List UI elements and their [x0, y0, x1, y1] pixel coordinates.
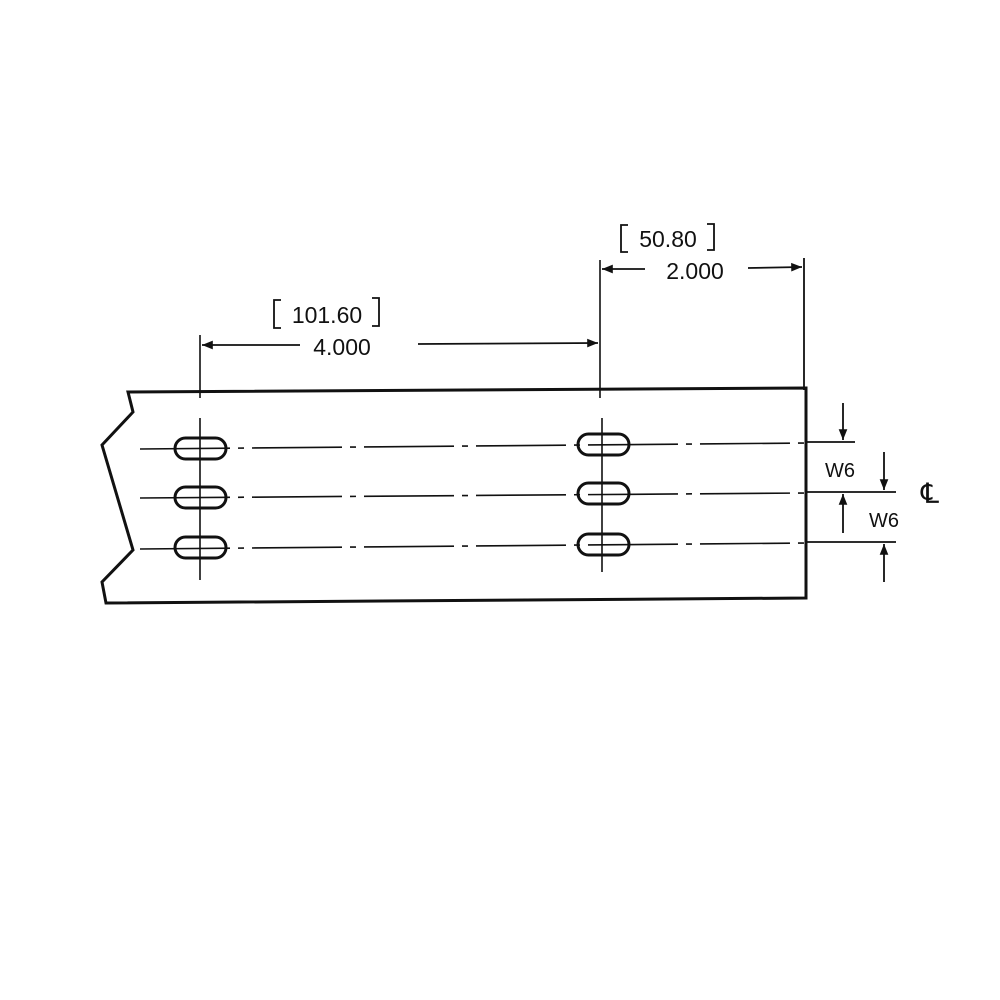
end-offset-dimension: 2.000 50.80: [602, 223, 805, 390]
row-spacing-upper-label: W6: [825, 460, 855, 482]
slot: [576, 481, 631, 506]
slot: [576, 432, 631, 457]
slots: [173, 432, 631, 560]
plate-outline: [100, 386, 808, 605]
pitch-inches-label: 4.000: [313, 334, 371, 360]
pitch-dimension: 4.000 101.60: [202, 297, 599, 360]
end-offset-mm-label: 50.80: [639, 226, 697, 252]
pitch-mm-label: 101.60: [292, 302, 362, 328]
slot: [576, 532, 631, 557]
end-offset-inches-label: 2.000: [666, 258, 724, 284]
centerline-symbol: ℄: [920, 478, 939, 509]
slot: [173, 485, 228, 510]
slot-row-centerlines: [139, 442, 807, 550]
row-spacing-lower-label: W6: [869, 510, 899, 532]
slot-column-centerlines: [199, 260, 603, 580]
slot: [173, 436, 228, 461]
slot: [173, 535, 228, 560]
row-spacing-dimensions: W6 W6 ℄: [806, 403, 939, 582]
